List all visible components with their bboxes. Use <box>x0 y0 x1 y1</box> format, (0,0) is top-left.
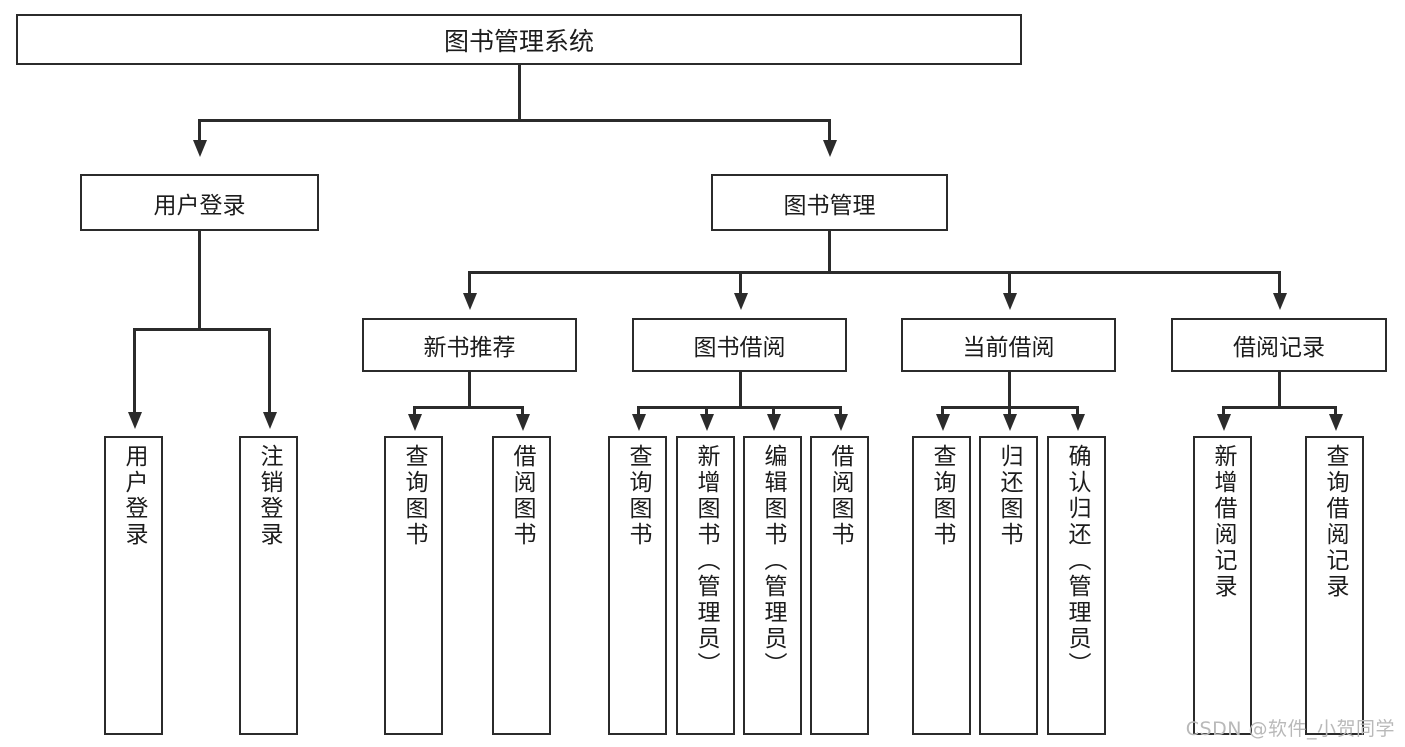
arrow-bb-child-1 <box>631 414 646 431</box>
edge-bb-child-4 <box>839 406 842 416</box>
edge-level1-bus <box>198 119 830 122</box>
edge-cb-child-3 <box>1076 406 1079 416</box>
leaf-confirm-return-admin[interactable]: 确认归还（管理员） <box>1047 436 1106 735</box>
arrow-cb-child-2 <box>1002 414 1017 431</box>
edge-to-new-book-recommend <box>468 271 471 295</box>
edge-nbr-child-2 <box>521 406 524 416</box>
node-new-book-recommend[interactable]: 新书推荐 <box>362 318 577 372</box>
leaf-label: 归还图书 <box>996 444 1022 548</box>
node-label: 图书管理系统 <box>443 26 594 56</box>
edge-root-stem <box>518 65 521 120</box>
edge-user-login-child-1 <box>133 328 136 414</box>
arrow-to-book-management <box>822 140 837 157</box>
edge-user-login-bus <box>133 328 270 331</box>
leaf-label: 查询借阅记录 <box>1322 444 1348 600</box>
edge-current-borrow-stem <box>1008 372 1011 408</box>
node-borrow-record[interactable]: 借阅记录 <box>1171 318 1387 372</box>
edge-book-borrow-stem <box>739 372 742 408</box>
node-book-management[interactable]: 图书管理 <box>711 174 948 231</box>
edge-nbr-child-1 <box>413 406 416 416</box>
edge-level2-bus <box>468 271 1280 274</box>
leaf-label: 编辑图书（管理员） <box>760 444 786 678</box>
arrow-bb-child-4 <box>833 414 848 431</box>
leaf-query-borrow-record[interactable]: 查询借阅记录 <box>1305 436 1364 735</box>
leaf-logout[interactable]: 注销登录 <box>239 436 298 735</box>
arrow-to-book-borrow <box>733 293 748 310</box>
node-label: 图书管理 <box>783 192 876 219</box>
leaf-borrow-books-recommend[interactable]: 借阅图书 <box>492 436 551 735</box>
arrow-nbr-child-1 <box>407 414 422 431</box>
leaf-label: 借阅图书 <box>509 444 535 548</box>
edge-to-user-login <box>198 119 201 142</box>
edge-book-borrow-bus <box>637 406 841 409</box>
leaf-user-login[interactable]: 用户登录 <box>104 436 163 735</box>
node-label: 图书借阅 <box>693 335 786 361</box>
leaf-label: 借阅图书 <box>827 444 853 548</box>
arrow-cb-child-1 <box>935 414 950 431</box>
leaf-borrow-books-borrow[interactable]: 借阅图书 <box>810 436 869 735</box>
arrow-to-borrow-record <box>1272 293 1287 310</box>
leaf-label: 确认归还（管理员） <box>1064 444 1090 678</box>
edge-to-current-borrow <box>1008 271 1011 295</box>
edge-bb-child-1 <box>637 406 640 416</box>
leaf-edit-book-admin[interactable]: 编辑图书（管理员） <box>743 436 802 735</box>
leaf-label: 查询图书 <box>401 444 427 548</box>
edge-to-book-borrow <box>739 271 742 295</box>
edge-user-login-stem <box>198 231 201 330</box>
node-root-library-management-system[interactable]: 图书管理系统 <box>16 14 1022 65</box>
arrow-user-login-child-1 <box>127 412 142 429</box>
node-label: 新书推荐 <box>423 335 516 361</box>
leaf-label: 用户登录 <box>121 444 147 548</box>
node-label: 当前借阅 <box>962 335 1055 361</box>
edge-cb-child-1 <box>941 406 944 416</box>
edge-book-management-stem <box>828 231 831 273</box>
arrow-to-user-login <box>192 140 207 157</box>
node-label: 用户登录 <box>153 192 246 219</box>
arrow-cb-child-3 <box>1070 414 1085 431</box>
edge-cb-child-2 <box>1008 406 1011 416</box>
edge-bb-child-2 <box>705 406 708 416</box>
edge-br-child-1 <box>1222 406 1225 416</box>
edge-br-child-2 <box>1334 406 1337 416</box>
edge-to-borrow-record <box>1278 271 1281 295</box>
arrow-bb-child-2 <box>699 414 714 431</box>
arrow-user-login-child-2 <box>262 412 277 429</box>
node-label: 借阅记录 <box>1233 335 1325 361</box>
edge-new-book-recommend-bus <box>413 406 524 409</box>
arrow-br-child-1 <box>1216 414 1231 431</box>
leaf-query-books-current[interactable]: 查询图书 <box>912 436 971 735</box>
node-user-login[interactable]: 用户登录 <box>80 174 319 231</box>
node-book-borrow[interactable]: 图书借阅 <box>632 318 847 372</box>
edge-user-login-child-2 <box>268 328 271 414</box>
edge-bb-child-3 <box>772 406 775 416</box>
edge-new-book-recommend-stem <box>468 372 471 408</box>
leaf-label: 查询图书 <box>929 444 955 548</box>
edge-borrow-record-bus <box>1222 406 1336 409</box>
leaf-query-books-recommend[interactable]: 查询图书 <box>384 436 443 735</box>
leaf-return-books[interactable]: 归还图书 <box>979 436 1038 735</box>
arrow-bb-child-3 <box>766 414 781 431</box>
leaf-query-books-borrow[interactable]: 查询图书 <box>608 436 667 735</box>
leaf-label: 新增图书（管理员） <box>693 444 719 678</box>
leaf-add-borrow-record[interactable]: 新增借阅记录 <box>1193 436 1252 735</box>
arrow-to-new-book-recommend <box>462 293 477 310</box>
arrow-br-child-2 <box>1328 414 1343 431</box>
arrow-nbr-child-2 <box>515 414 530 431</box>
edge-borrow-record-stem <box>1278 372 1281 408</box>
node-current-borrow[interactable]: 当前借阅 <box>901 318 1116 372</box>
leaf-label: 新增借阅记录 <box>1210 444 1236 600</box>
arrow-to-current-borrow <box>1002 293 1017 310</box>
leaf-label: 查询图书 <box>625 444 651 548</box>
leaf-label: 注销登录 <box>256 444 282 548</box>
edge-to-book-management <box>828 119 831 142</box>
watermark-text: CSDN @软件_小贺同学 <box>1185 718 1395 740</box>
leaf-add-book-admin[interactable]: 新增图书（管理员） <box>676 436 735 735</box>
